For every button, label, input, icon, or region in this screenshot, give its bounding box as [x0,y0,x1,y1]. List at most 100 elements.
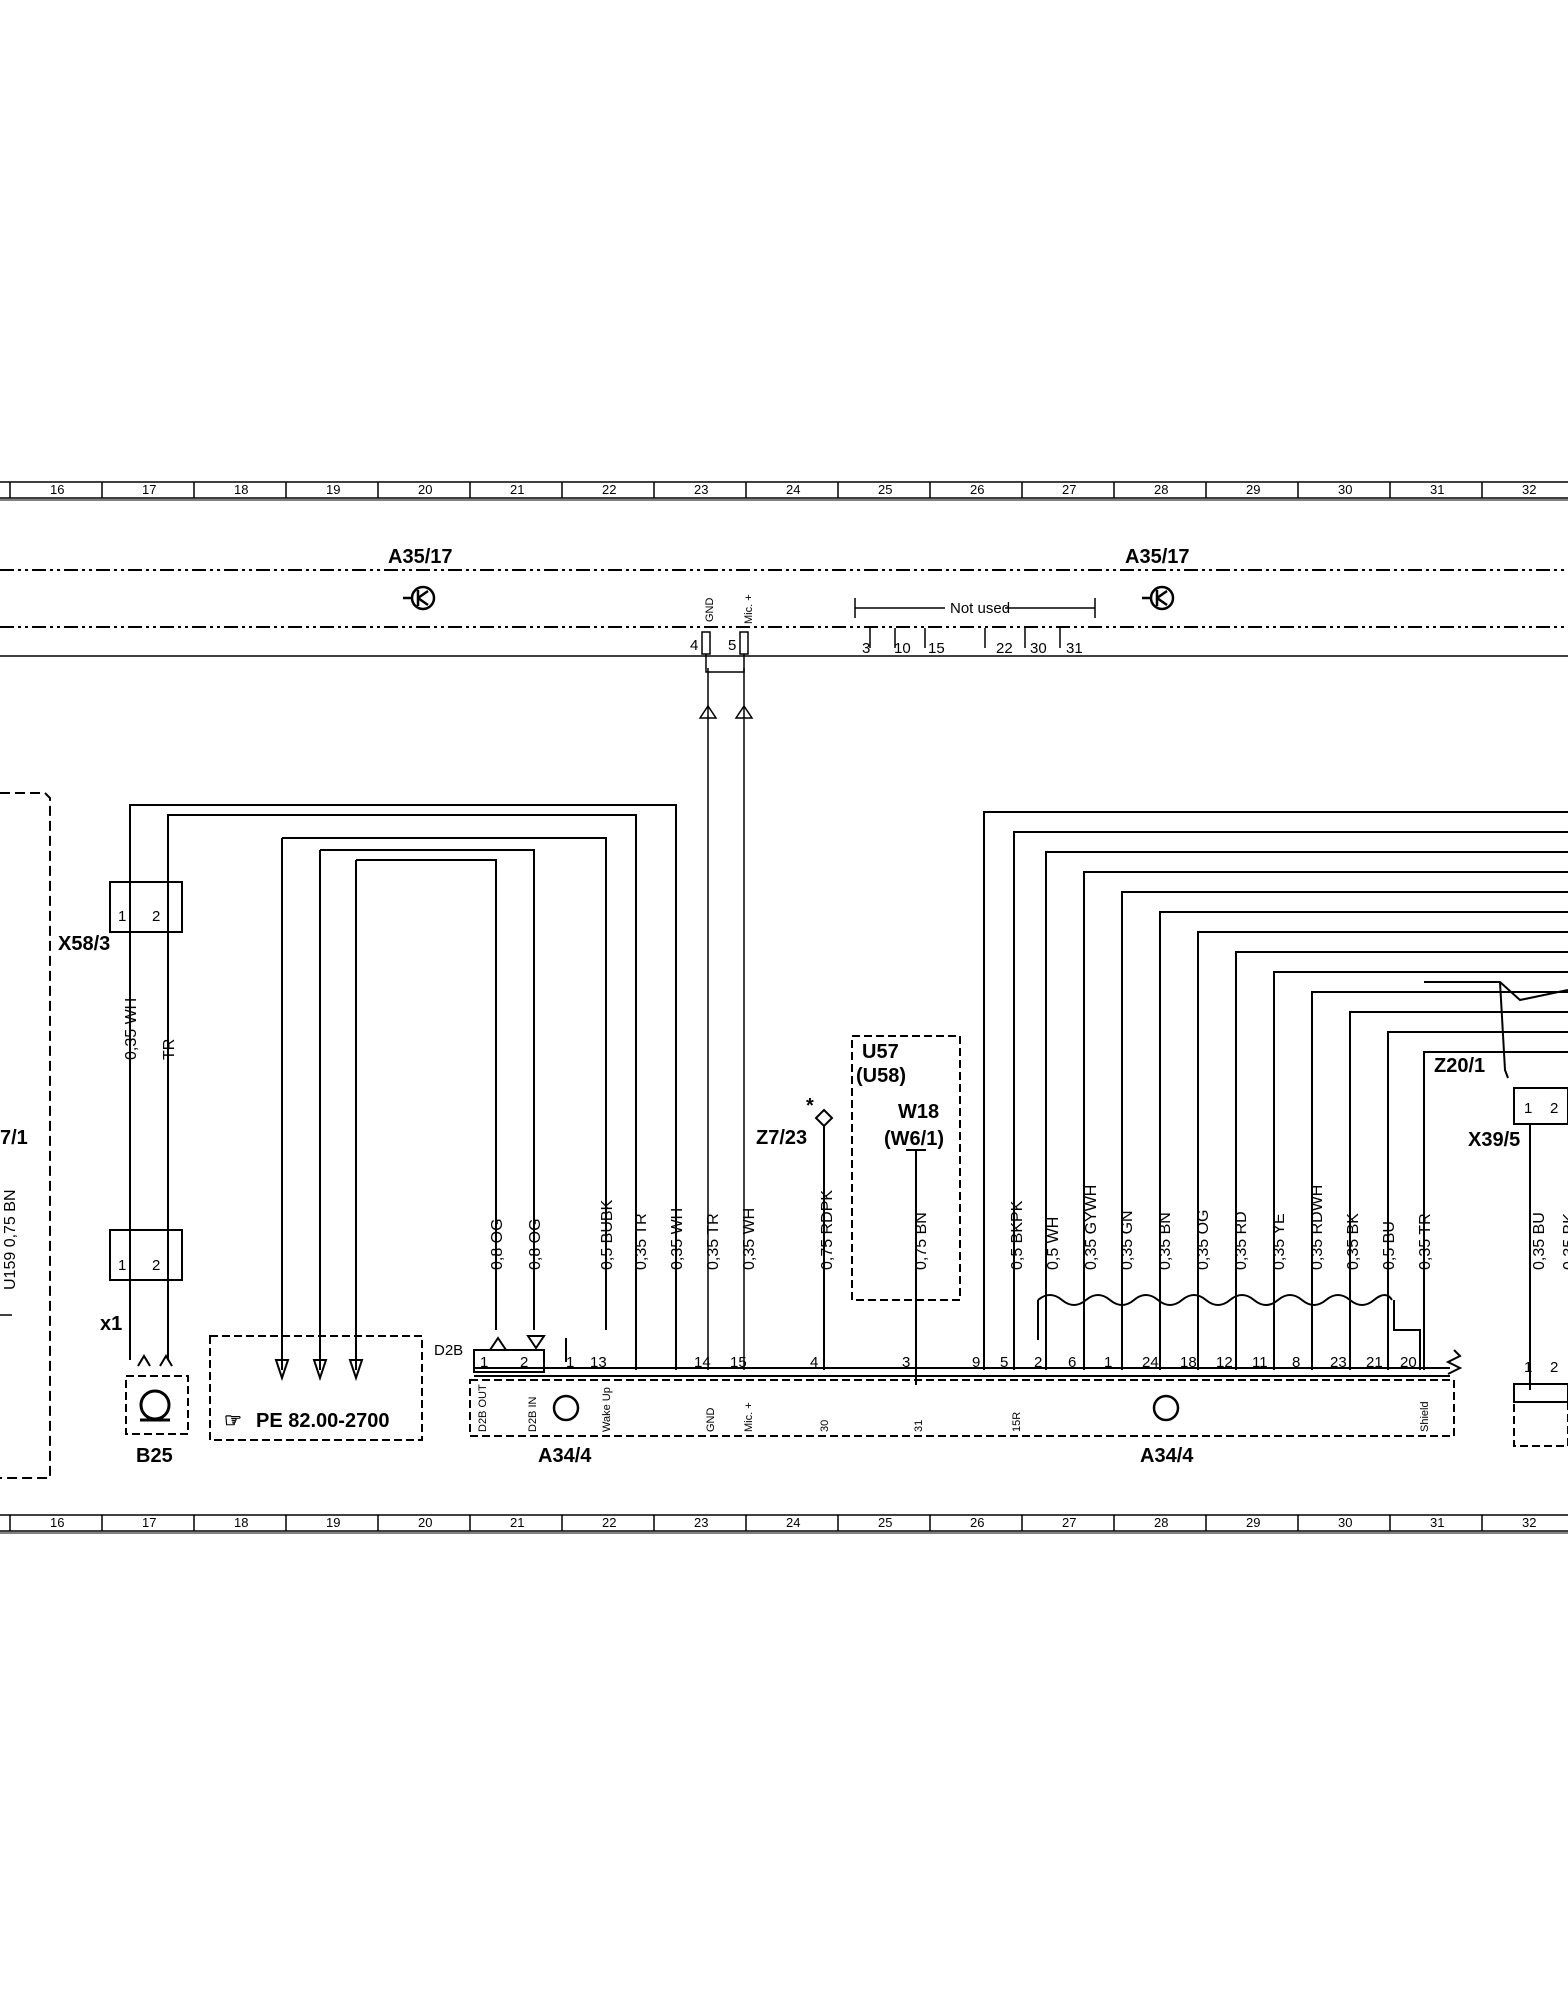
right-connector-pin: 1 [1524,1359,1532,1376]
ruler-label: 29 [1246,482,1260,497]
a34-pin: 2 [1034,1354,1042,1371]
wire-color-label: 0,35 TR [1417,1213,1434,1270]
top-ruler-ticks [9,482,1483,498]
top-pin-label: 30 [1030,640,1047,657]
x1-pin: 1 [118,1257,126,1274]
partial-left-wire: U159 0,75 BN [2,1189,19,1290]
a34-terminal-label: Shield [1419,1401,1431,1432]
right-connector-pin: 2 [1550,1359,1558,1376]
bundle-wire [1045,851,1568,1370]
pe-reference-box [209,837,607,1441]
top-gnd-label: GND [704,598,716,623]
a34-pin: 14 [694,1354,711,1371]
ruler-label: 31 [1430,482,1444,497]
x1-label: x1 [100,1313,122,1335]
a34-pin: 15 [730,1354,747,1371]
a34-pin: 20 [1400,1354,1417,1371]
z20-x39 [1424,981,1568,1447]
w6-label: (W6/1) [884,1128,944,1150]
top-pin-label: 3 [862,640,870,657]
wire-color-label: 0,35 WH [669,1208,686,1270]
ruler-label: 19 [326,482,340,497]
a34-terminal-label: 15R [1011,1412,1023,1432]
top-mic-label: Mic. + [743,594,755,624]
pe-ref-icon: ☞ [224,1410,242,1432]
a35-bus-lines [0,569,1568,657]
wire-color-label: 0,35 BN [1157,1212,1174,1270]
ruler-label: 22 [602,482,616,497]
a34-pin: 24 [1142,1354,1159,1371]
top-gnd-pin: 4 [690,637,698,654]
ruler-label: 21 [510,482,524,497]
a35-right-symbol [1142,585,1175,611]
a34-left-label: A34/4 [538,1445,592,1467]
bundle-wire [1159,911,1568,1370]
a35-left-label: A35/17 [388,546,453,568]
x1-pin: 2 [152,1257,160,1274]
wire-color-label: 0,35 RDWH [1309,1185,1326,1270]
ruler-label: 25 [878,1515,892,1530]
ruler-label: 20 [418,1515,432,1530]
ruler-label: 28 [1154,1515,1168,1530]
a34-pin: 4 [810,1354,818,1371]
wire-color-label: 0,5 BUBK [599,1199,616,1270]
not-used-bracket [854,598,1096,648]
u57-box [851,1035,961,1385]
wire-color-label: 0,35 TR [705,1213,722,1270]
ruler-label: 23 [694,482,708,497]
ruler-label: 27 [1062,1515,1076,1530]
z20-label: Z20/1 [1434,1055,1485,1077]
bundle-wire [1423,1051,1568,1370]
top-pin-label: 10 [894,640,911,657]
x58-pin: 2 [152,908,160,925]
not-used-label: Not used [950,600,1010,617]
partial-left-component [0,792,51,1479]
ruler-label: 19 [326,1515,340,1530]
a34-terminal-label: 31 [913,1420,925,1432]
a34-terminal-label: D2B IN [527,1396,539,1432]
z7-label: Z7/23 [756,1127,807,1149]
bundle-wire [1013,831,1568,1370]
bundle-wire [1387,1031,1568,1370]
wire-color-label: 0,35 BK [1345,1213,1362,1270]
wire-color-label: 0,5 WH [1045,1217,1062,1270]
wire-color-label: 0,5 BU [1381,1221,1398,1270]
wire-color-label: 0,75 BN [913,1212,930,1270]
a34-pin: 5 [1000,1354,1008,1371]
bundle-wire [1273,971,1568,1370]
a34-pin: 21 [1366,1354,1383,1371]
x39-pin: 1 [1524,1100,1532,1117]
wire-color-label: 0,35 GN [1119,1210,1136,1270]
top-pin-label: 31 [1066,640,1083,657]
wire-color-label: 0,35 TR [633,1213,650,1270]
a34-pin: 8 [1292,1354,1300,1371]
x39-label: X39/5 [1468,1129,1520,1151]
x58-wiring [109,804,677,1435]
a34-pin: 3 [902,1354,910,1371]
ruler-label: 16 [50,1515,64,1530]
wire-color-label: 0,35 RD [1233,1211,1250,1270]
ruler-label: 22 [602,1515,616,1530]
wire-color-label: 0,35 YE [1271,1213,1288,1270]
bundle-wire [1235,951,1568,1370]
a34-pin: 1 [566,1354,574,1371]
a34-pin: 1 [1104,1354,1112,1371]
ruler-label: 16 [50,482,64,497]
wire-color-label: 0,75 RDPK [819,1190,836,1270]
ruler-label: 18 [234,482,248,497]
a34-terminal-label: Mic. + [743,1402,755,1432]
bundle-wire [1121,891,1568,1370]
a34-terminal-label: Wake Up [601,1387,613,1432]
a34-pin: 23 [1330,1354,1347,1371]
wire-color-label: 0,35 WH [741,1208,758,1270]
ruler-label: 30 [1338,482,1352,497]
a34-pin: 18 [1180,1354,1197,1371]
